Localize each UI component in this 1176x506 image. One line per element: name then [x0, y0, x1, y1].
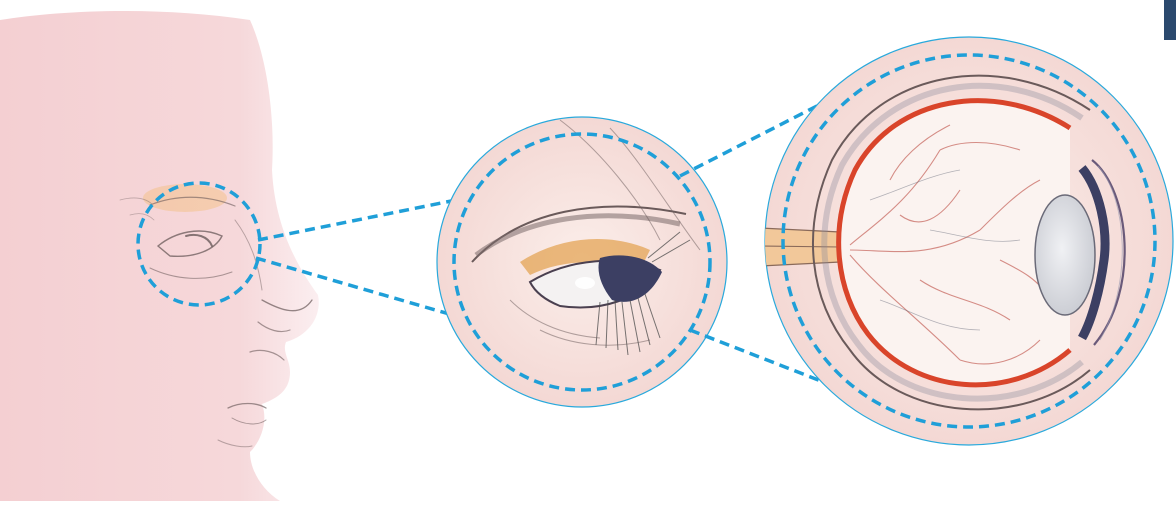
face-profile: [0, 11, 319, 501]
corner-tab: [1164, 0, 1176, 40]
eye-closeup: [437, 117, 727, 407]
lens: [1035, 195, 1095, 315]
eyeball-cross-section: [760, 37, 1173, 445]
brow-highlight: [143, 184, 227, 212]
face-skin: [0, 11, 319, 501]
